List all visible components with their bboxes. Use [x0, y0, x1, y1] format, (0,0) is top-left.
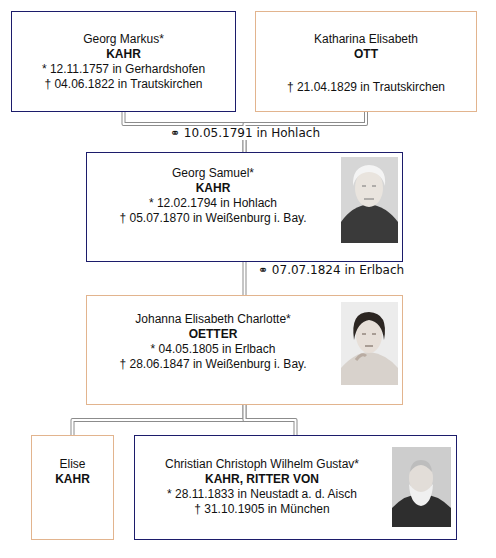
surname: KAHR — [12, 47, 235, 62]
surname: KAHR, RITTER VON — [135, 472, 389, 487]
marriage-label: ⚭ 10.05.1791 in Hohlach — [167, 126, 323, 140]
line-outer — [245, 405, 296, 435]
given-name: Georg Markus* — [12, 32, 235, 47]
line-outer — [243, 262, 247, 295]
person-box: Katharina ElisabethOTT † 21.04.1829 in Tr… — [255, 11, 477, 112]
person-box: EliseKAHR — [31, 435, 114, 540]
life-date: † 05.07.1870 in Weißenburg i. Bay. — [87, 211, 339, 226]
life-date: * 12.11.1757 in Gerhardshofen — [12, 62, 235, 77]
given-name: Johanna Elisabeth Charlotte* — [87, 312, 339, 327]
given-name: Georg Samuel* — [87, 166, 339, 181]
family-line — [244, 262, 245, 295]
line-inner — [244, 262, 246, 295]
person-box: Christian Christoph Wilhelm Gustav*KAHR,… — [134, 435, 457, 540]
life-date: * 12.02.1794 in Hohlach — [87, 196, 339, 211]
life-date: * 04.05.1805 in Erlbach — [87, 342, 339, 357]
surname: OTT — [256, 47, 476, 62]
line-inner — [73, 405, 245, 435]
given-name: Katharina Elisabeth — [256, 32, 476, 47]
person-box: Johanna Elisabeth Charlotte*OETTER* 04.0… — [86, 295, 403, 405]
life-date: † 04.06.1822 in Trautskirchen — [12, 77, 235, 92]
line-inner — [245, 405, 296, 435]
person-box: Georg Samuel*KAHR* 12.02.1794 in Hohlach… — [86, 152, 403, 262]
line-outer — [73, 405, 245, 435]
surname: KAHR — [32, 472, 113, 487]
family-line — [245, 405, 296, 435]
marriage-label: ⚭ 07.07.1824 in Erlbach — [255, 263, 407, 277]
surname: OETTER — [87, 327, 339, 342]
life-date: * 28.11.1833 in Neustadt a. d. Aisch — [135, 487, 389, 502]
given-name: Elise — [32, 457, 113, 472]
life-date: † 28.06.1847 in Weißenburg i. Bay. — [87, 357, 339, 372]
surname: KAHR — [87, 181, 339, 196]
life-date: † 31.10.1905 in München — [135, 502, 389, 517]
family-line — [73, 405, 245, 435]
life-date: † 21.04.1829 in Trautskirchen — [256, 80, 476, 95]
given-name: Christian Christoph Wilhelm Gustav* — [135, 457, 389, 472]
person-box: Georg Markus*KAHR* 12.11.1757 in Gerhard… — [11, 11, 236, 112]
